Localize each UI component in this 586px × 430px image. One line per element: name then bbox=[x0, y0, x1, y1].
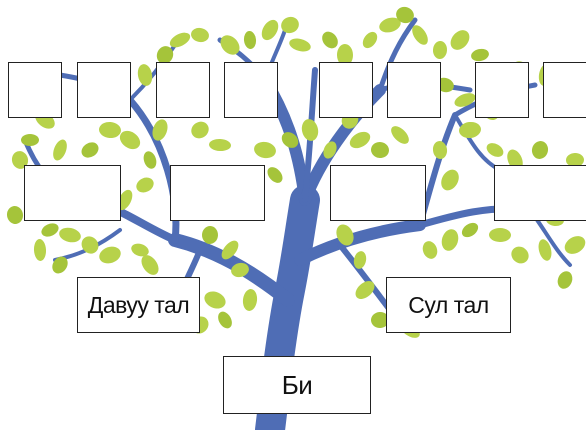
ancestor-box-7[interactable] bbox=[475, 62, 529, 118]
ancestor-box-1[interactable] bbox=[8, 62, 62, 118]
leaf-shape bbox=[396, 6, 414, 24]
leaf-shape bbox=[243, 31, 257, 49]
leaf-shape bbox=[371, 141, 389, 159]
leaf-shape bbox=[21, 134, 39, 146]
weaknesses-label: Сул тал bbox=[386, 277, 511, 333]
leaf-shape bbox=[267, 167, 283, 183]
parent-box-2[interactable] bbox=[170, 165, 265, 221]
leaf-shape bbox=[489, 227, 511, 243]
leaf-shape bbox=[511, 246, 529, 264]
leaf-shape bbox=[564, 236, 586, 254]
ancestor-box-4[interactable] bbox=[224, 62, 278, 118]
leaf-shape bbox=[136, 177, 154, 193]
leaf-shape bbox=[143, 151, 157, 169]
leaf-shape bbox=[53, 139, 67, 161]
leaf-shape bbox=[11, 151, 29, 169]
ancestor-box-5[interactable] bbox=[319, 62, 373, 118]
leaf-shape bbox=[117, 189, 133, 211]
leaf-shape bbox=[131, 243, 149, 257]
leaf-shape bbox=[221, 240, 239, 260]
tree-leaves bbox=[6, 6, 586, 338]
leaf-shape bbox=[141, 255, 159, 275]
leaf-shape bbox=[231, 262, 249, 278]
leaf-shape bbox=[289, 38, 311, 52]
leaf-shape bbox=[191, 121, 209, 139]
leaf-shape bbox=[81, 236, 99, 254]
leaf-shape bbox=[204, 291, 226, 309]
leaf-shape bbox=[471, 48, 489, 62]
leaf-shape bbox=[531, 141, 549, 159]
leaf-shape bbox=[322, 31, 338, 49]
leaf-shape bbox=[59, 227, 81, 243]
leaf-shape bbox=[355, 281, 375, 299]
leaf-shape bbox=[301, 119, 319, 141]
leaf-shape bbox=[432, 41, 448, 59]
leaf-shape bbox=[169, 32, 191, 48]
leaf-shape bbox=[557, 271, 573, 289]
leaf-shape bbox=[441, 229, 459, 251]
leaf-shape bbox=[336, 224, 354, 246]
leaf-shape bbox=[486, 143, 504, 157]
leaf-shape bbox=[379, 17, 401, 33]
ancestor-box-2[interactable] bbox=[77, 62, 131, 118]
leaf-shape bbox=[119, 130, 141, 150]
leaf-shape bbox=[191, 27, 209, 43]
leaf-shape bbox=[362, 31, 378, 49]
leaf-shape bbox=[242, 289, 258, 311]
leaf-shape bbox=[81, 142, 99, 158]
leaf-shape bbox=[281, 16, 299, 34]
leaf-shape bbox=[371, 311, 389, 329]
leaf-shape bbox=[450, 30, 470, 50]
leaf-shape bbox=[220, 35, 240, 55]
parent-box-3[interactable] bbox=[330, 165, 426, 221]
leaf-shape bbox=[353, 251, 367, 269]
leaf-shape bbox=[461, 222, 479, 238]
leaf-shape bbox=[254, 141, 276, 159]
leaf-shape bbox=[412, 25, 428, 45]
leaf-shape bbox=[432, 141, 448, 159]
leaf-shape bbox=[218, 311, 232, 329]
parent-box-4[interactable] bbox=[494, 165, 586, 221]
leaf-shape bbox=[323, 141, 337, 159]
leaf-shape bbox=[137, 64, 153, 86]
strengths-label: Давуу тал bbox=[77, 277, 200, 333]
leaf-shape bbox=[52, 256, 68, 274]
leaf-shape bbox=[209, 138, 231, 152]
leaf-shape bbox=[459, 121, 481, 139]
parent-box-1[interactable] bbox=[24, 165, 121, 221]
leaf-shape bbox=[41, 223, 59, 237]
leaf-shape bbox=[201, 226, 219, 244]
leaf-shape bbox=[33, 239, 47, 261]
leaf-shape bbox=[349, 131, 371, 149]
leaf-shape bbox=[6, 206, 24, 224]
leaf-shape bbox=[99, 121, 121, 139]
self-label: Би bbox=[223, 356, 371, 414]
leaf-shape bbox=[261, 19, 279, 41]
leaf-shape bbox=[422, 241, 438, 259]
ancestor-box-3[interactable] bbox=[156, 62, 210, 118]
ancestor-box-8[interactable] bbox=[543, 62, 586, 118]
leaf-shape bbox=[152, 119, 168, 141]
leaf-shape bbox=[454, 93, 476, 107]
leaf-shape bbox=[281, 132, 299, 148]
leaf-shape bbox=[99, 246, 121, 264]
ancestor-box-6[interactable] bbox=[387, 62, 441, 118]
leaf-shape bbox=[441, 169, 459, 191]
leaf-shape bbox=[538, 239, 552, 261]
leaf-shape bbox=[391, 126, 409, 144]
leaf-shape bbox=[566, 152, 584, 168]
leaf-shape bbox=[336, 44, 354, 66]
leaf-shape bbox=[156, 46, 174, 64]
